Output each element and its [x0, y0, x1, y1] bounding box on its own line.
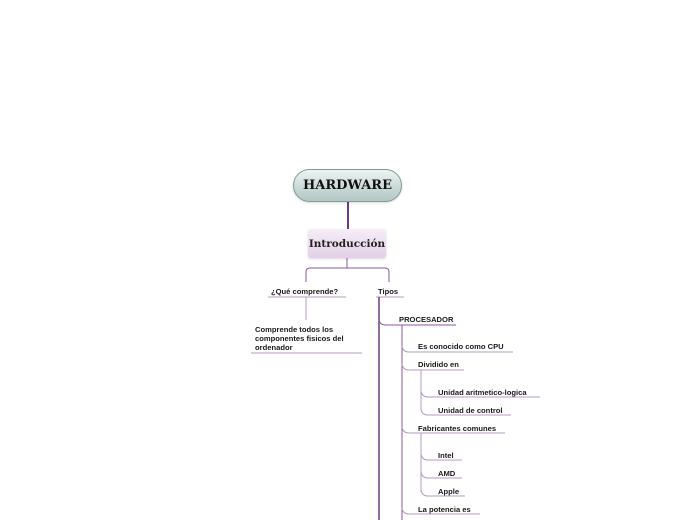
node-intel[interactable]: Intel [438, 451, 454, 460]
node-que-comprende[interactable]: ¿Qué comprende? [271, 287, 339, 296]
node-fabricantes[interactable]: Fabricantes comunes [418, 424, 497, 433]
node-conocido-cpu[interactable]: Es conocido como CPU [418, 342, 504, 351]
root-node-hardware[interactable]: HARDWARE [293, 169, 402, 202]
node-apple[interactable]: Apple [438, 487, 460, 496]
node-potencia[interactable]: La potencia es [418, 505, 471, 514]
node-amd[interactable]: AMD [438, 469, 456, 478]
node-comprende-fisicos[interactable]: Comprende todos los componentes fisicos … [255, 325, 344, 352]
node-tipos[interactable]: Tipos [378, 287, 399, 296]
node-procesador[interactable]: PROCESADOR [399, 315, 454, 324]
node-unidad-control[interactable]: Unidad de control [438, 406, 503, 415]
node-unidad-aritmetica[interactable]: Unidad aritmetico-logica [438, 388, 527, 397]
node-introduccion[interactable]: Introducción [308, 229, 386, 258]
node-dividido-en[interactable]: Dividido en [418, 360, 459, 369]
